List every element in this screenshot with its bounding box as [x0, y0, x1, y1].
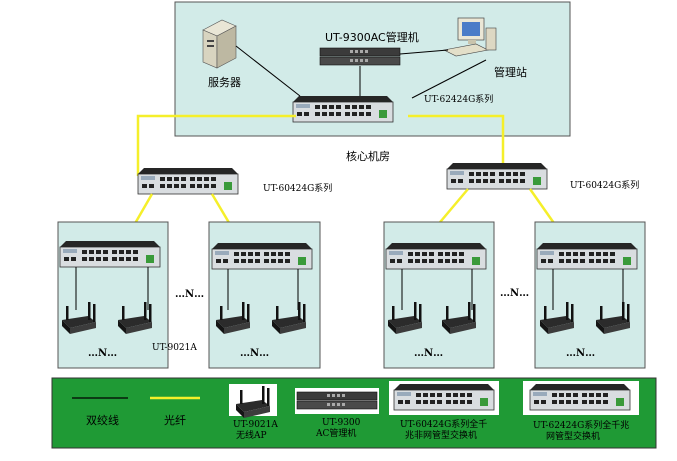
n-marker-between-left: …N…: [175, 289, 204, 300]
legend-ap-line1: UT-9021A: [233, 420, 278, 430]
distribution-switch-left-icon: [137, 167, 239, 195]
core-room-title: 核心机房: [346, 149, 390, 163]
n-marker-between-right: …N…: [500, 288, 529, 299]
legend-core-switch-line1: UT-62424G系列全千兆: [533, 419, 629, 431]
access-switch-2-icon: [211, 242, 313, 270]
core-switch-icon: [292, 95, 394, 123]
n-marker-group-4: …N…: [566, 348, 595, 359]
legend-core-switch-line2: 网管型交换机: [546, 430, 600, 442]
n-marker-group-1: …N…: [88, 348, 117, 359]
server-icon: [202, 19, 237, 69]
access-switch-3-icon: [385, 242, 487, 270]
legend-ap-line2: 无线AP: [236, 429, 267, 441]
legend-ac-line1: UT-9300: [322, 418, 361, 428]
fiber-uplinks: [136, 114, 505, 176]
n-marker-group-3: …N…: [414, 348, 443, 359]
legend-access-switch-line1: UT-60424G系列全千: [400, 418, 487, 430]
n-marker-group-2: …N…: [240, 348, 269, 359]
ac-manager-label: UT-9300AC管理机: [325, 30, 419, 44]
distribution-switch-left-label: UT-60424G系列: [263, 182, 332, 194]
core-switch-label: UT-62424G系列: [424, 93, 493, 105]
legend-fiber-label: 光纤: [164, 413, 186, 427]
distribution-switch-right-label: UT-60424G系列: [570, 179, 639, 191]
legend-twisted-pair-label: 双绞线: [86, 413, 119, 427]
core-room-cables: [235, 45, 487, 99]
distribution-switch-right-icon: [446, 162, 548, 190]
server-label: 服务器: [208, 76, 241, 89]
access-switch-4-icon: [536, 242, 638, 270]
management-station-icon: [443, 17, 497, 57]
access-switch-1-icon: [59, 240, 161, 268]
legend-ac-line2: AC管理机: [315, 427, 356, 439]
fiber-downlinks: [104, 188, 586, 250]
management-station-label: 管理站: [494, 65, 527, 79]
legend-access-switch-line2: 兆非网管型交换机: [405, 429, 477, 441]
legend-access-switch-icon: [393, 383, 495, 411]
legend-core-switch-icon: [529, 383, 631, 411]
ap-model-label: UT-9021A: [152, 343, 197, 353]
